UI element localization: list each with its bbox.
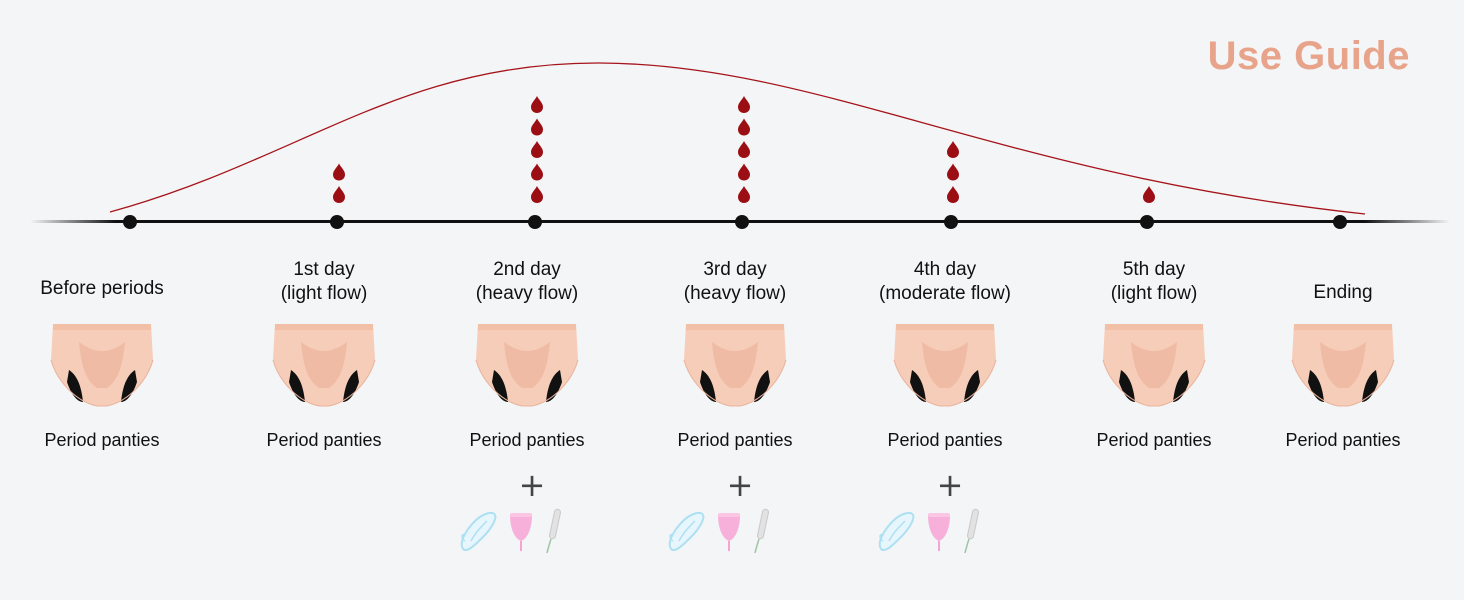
- blood-drop-icon: [531, 118, 543, 136]
- tampon-icon: [751, 505, 773, 560]
- stage-day3: 3rd day (heavy flow) Period panties +: [635, 0, 835, 600]
- product-label: Period panties: [677, 430, 793, 450]
- stage-label: 1st day (light flow): [224, 258, 424, 306]
- timeline-marker-before: [123, 215, 137, 229]
- blood-drop-icon: [738, 163, 750, 181]
- period-panty-icon: [890, 320, 1000, 415]
- plus-icon: +: [726, 466, 754, 504]
- period-panty-icon: [47, 320, 157, 415]
- timeline-marker-ending: [1333, 215, 1347, 229]
- product-label: Period panties: [887, 430, 1003, 450]
- plus-icon: +: [518, 466, 546, 504]
- product-label: Period panties: [266, 430, 382, 450]
- blood-drop-icon: [333, 186, 345, 203]
- stage-label-line: Before periods: [40, 278, 164, 299]
- pad-icon: [877, 509, 917, 560]
- blood-drop-icon: [738, 96, 750, 113]
- blood-drop-icon: [531, 141, 543, 158]
- blood-drop-icon: [947, 141, 959, 158]
- alternative-products: [877, 505, 983, 560]
- stage-label-line: 1st day: [293, 259, 355, 280]
- blood-drop-icon: [738, 118, 750, 136]
- stage-label: 5th day (light flow): [1054, 258, 1254, 306]
- blood-drop-icon: [531, 163, 543, 181]
- timeline-marker-day3: [735, 215, 749, 229]
- stage-label-line: Ending: [1313, 282, 1373, 303]
- menstrual-cup-icon: [715, 509, 743, 560]
- stage-label-line: 3rd day: [703, 259, 767, 280]
- plus-icon: +: [936, 466, 964, 504]
- blood-drop-icon: [947, 186, 959, 203]
- pad-icon: [459, 509, 499, 560]
- stage-day5: 5th day (light flow) Period panties: [1054, 0, 1254, 600]
- blood-drop-icon: [738, 186, 750, 203]
- product-label: Period panties: [1096, 430, 1212, 450]
- timeline-marker-day2: [528, 215, 542, 229]
- period-panty-icon: [680, 320, 790, 415]
- stage-label: Before periods: [2, 277, 202, 301]
- pad-icon: [667, 509, 707, 560]
- stage-label-line: 5th day: [1122, 259, 1186, 280]
- period-panty-icon: [1288, 320, 1398, 415]
- period-panty-icon: [472, 320, 582, 415]
- stage-day1: 1st day (light flow) Period panties: [224, 0, 424, 600]
- timeline-marker-day5: [1140, 215, 1154, 229]
- blood-drop-icon: [333, 163, 345, 181]
- stage-label-line: 2nd day: [493, 259, 561, 280]
- timeline-marker-day4: [944, 215, 958, 229]
- stage-label-line: (heavy flow): [683, 283, 787, 304]
- tampon-icon: [543, 505, 565, 560]
- menstrual-cup-icon: [925, 509, 953, 560]
- stage-before: Before periods Period panties: [2, 0, 202, 600]
- page-title: Use Guide: [1207, 34, 1410, 78]
- stage-label: 4th day (moderate flow): [845, 258, 1045, 306]
- blood-drop-icon: [947, 163, 959, 181]
- period-panty-icon: [1099, 320, 1209, 415]
- stage-day4: 4th day (moderate flow) Period panties +: [845, 0, 1045, 600]
- stage-label: 3rd day (heavy flow): [635, 258, 835, 306]
- product-label: Period panties: [44, 430, 160, 450]
- tampon-icon: [961, 505, 983, 560]
- flow-curve: [109, 62, 1366, 215]
- stage-ending: Ending Period panties: [1243, 0, 1443, 600]
- stage-label-line: 4th day: [913, 259, 977, 280]
- menstrual-cup-icon: [507, 509, 535, 560]
- timeline-marker-day1: [330, 215, 344, 229]
- stage-label-line: (moderate flow): [879, 283, 1011, 304]
- alternative-products: [459, 505, 565, 560]
- blood-drop-icon: [1143, 186, 1155, 203]
- stage-label-line: (light flow): [1110, 283, 1198, 304]
- blood-drop-icon: [531, 96, 543, 113]
- blood-drop-icon: [738, 141, 750, 158]
- stage-label: 2nd day (heavy flow): [427, 258, 627, 306]
- period-panty-icon: [269, 320, 379, 415]
- product-label: Period panties: [1285, 430, 1401, 450]
- stage-day2: 2nd day (heavy flow) Period panties +: [427, 0, 627, 600]
- blood-drop-icon: [531, 186, 543, 203]
- product-label: Period panties: [469, 430, 585, 450]
- stage-label-line: (light flow): [280, 283, 368, 304]
- stage-label-line: (heavy flow): [475, 283, 579, 304]
- alternative-products: [667, 505, 773, 560]
- stage-label: Ending: [1243, 281, 1443, 305]
